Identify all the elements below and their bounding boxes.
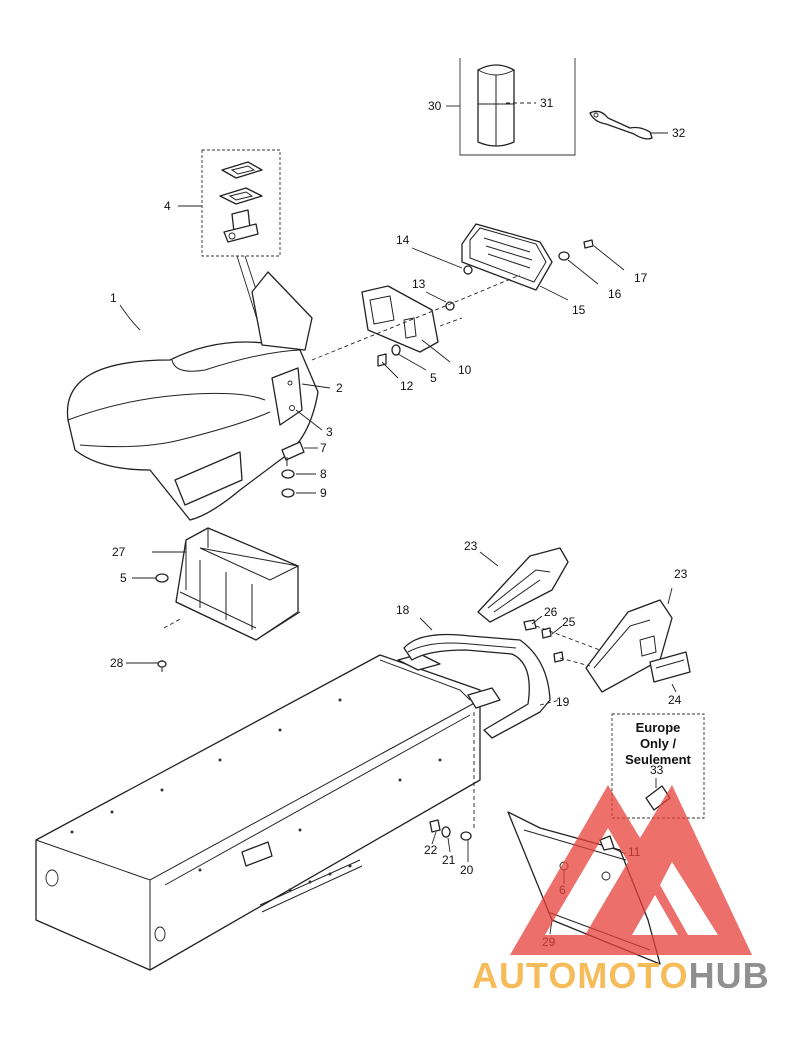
callout-10: 10: [458, 363, 472, 377]
europe-only-note: Europe Only / Seulement: [625, 720, 691, 767]
callout-22: 22: [424, 843, 438, 857]
callout-20: 20: [460, 863, 474, 877]
callout-12: 12: [400, 379, 414, 393]
callout-labels: 1 2 3 4 5 5 6 7 8 9 10 11 12 13 14 15 16…: [110, 96, 688, 949]
note-line-2: Only /: [640, 736, 677, 751]
callout-33: 33: [650, 763, 664, 777]
callout-30: 30: [428, 99, 442, 113]
callout-25: 25: [562, 615, 576, 629]
callout-9: 9: [320, 486, 327, 500]
callout-14: 14: [396, 233, 410, 247]
callout-7: 7: [320, 441, 327, 455]
callout-15: 15: [572, 303, 586, 317]
watermark-triangle-icon: [510, 785, 752, 955]
callout-5-tray: 5: [120, 571, 127, 585]
note-line-3: Seulement: [625, 752, 691, 767]
svg-text:AUTOMOTOHUB: AUTOMOTOHUB: [472, 955, 770, 996]
grab-handle-18: [403, 633, 551, 739]
callout-3: 3: [326, 425, 333, 439]
callout-23: 23: [464, 539, 478, 553]
callout-8: 8: [320, 467, 327, 481]
callout-18: 18: [396, 603, 410, 617]
callout-31: 31: [540, 96, 554, 110]
watermark-text-hub: HUB: [689, 955, 770, 996]
callout-16: 16: [608, 287, 622, 301]
callout-2: 2: [336, 381, 343, 395]
bracket-32: [589, 110, 653, 140]
callout-21: 21: [442, 853, 456, 867]
watermark-text-automoto: AUTOMOTO: [472, 955, 689, 996]
callout-19: 19: [556, 695, 570, 709]
callout-4: 4: [164, 199, 171, 213]
taillight-base-10: [361, 285, 439, 353]
tunnel-chassis: [35, 653, 501, 971]
callout-5: 5: [430, 371, 437, 385]
fasteners-7-8-9: [281, 441, 305, 498]
callout-13: 13: [412, 277, 426, 291]
note-line-1: Europe: [636, 720, 681, 735]
callout-32: 32: [672, 126, 686, 140]
tray-27: [155, 527, 301, 672]
callout-24: 24: [668, 693, 682, 707]
inset-box-30-31: [459, 58, 576, 156]
seat-1: [66, 271, 319, 521]
callout-26: 26: [544, 605, 558, 619]
callout-28: 28: [110, 656, 124, 670]
side-cover-23-right: [585, 599, 673, 693]
side-cover-23-left: [477, 547, 569, 623]
inset-box-4: [201, 149, 281, 257]
callout-17: 17: [634, 271, 648, 285]
watermark-logo: AUTOMOTOHUB: [472, 785, 770, 996]
callout-1: 1: [110, 291, 117, 305]
callout-27: 27: [112, 545, 126, 559]
callout-23-right: 23: [674, 567, 688, 581]
taillight-lens-15: [461, 223, 553, 291]
